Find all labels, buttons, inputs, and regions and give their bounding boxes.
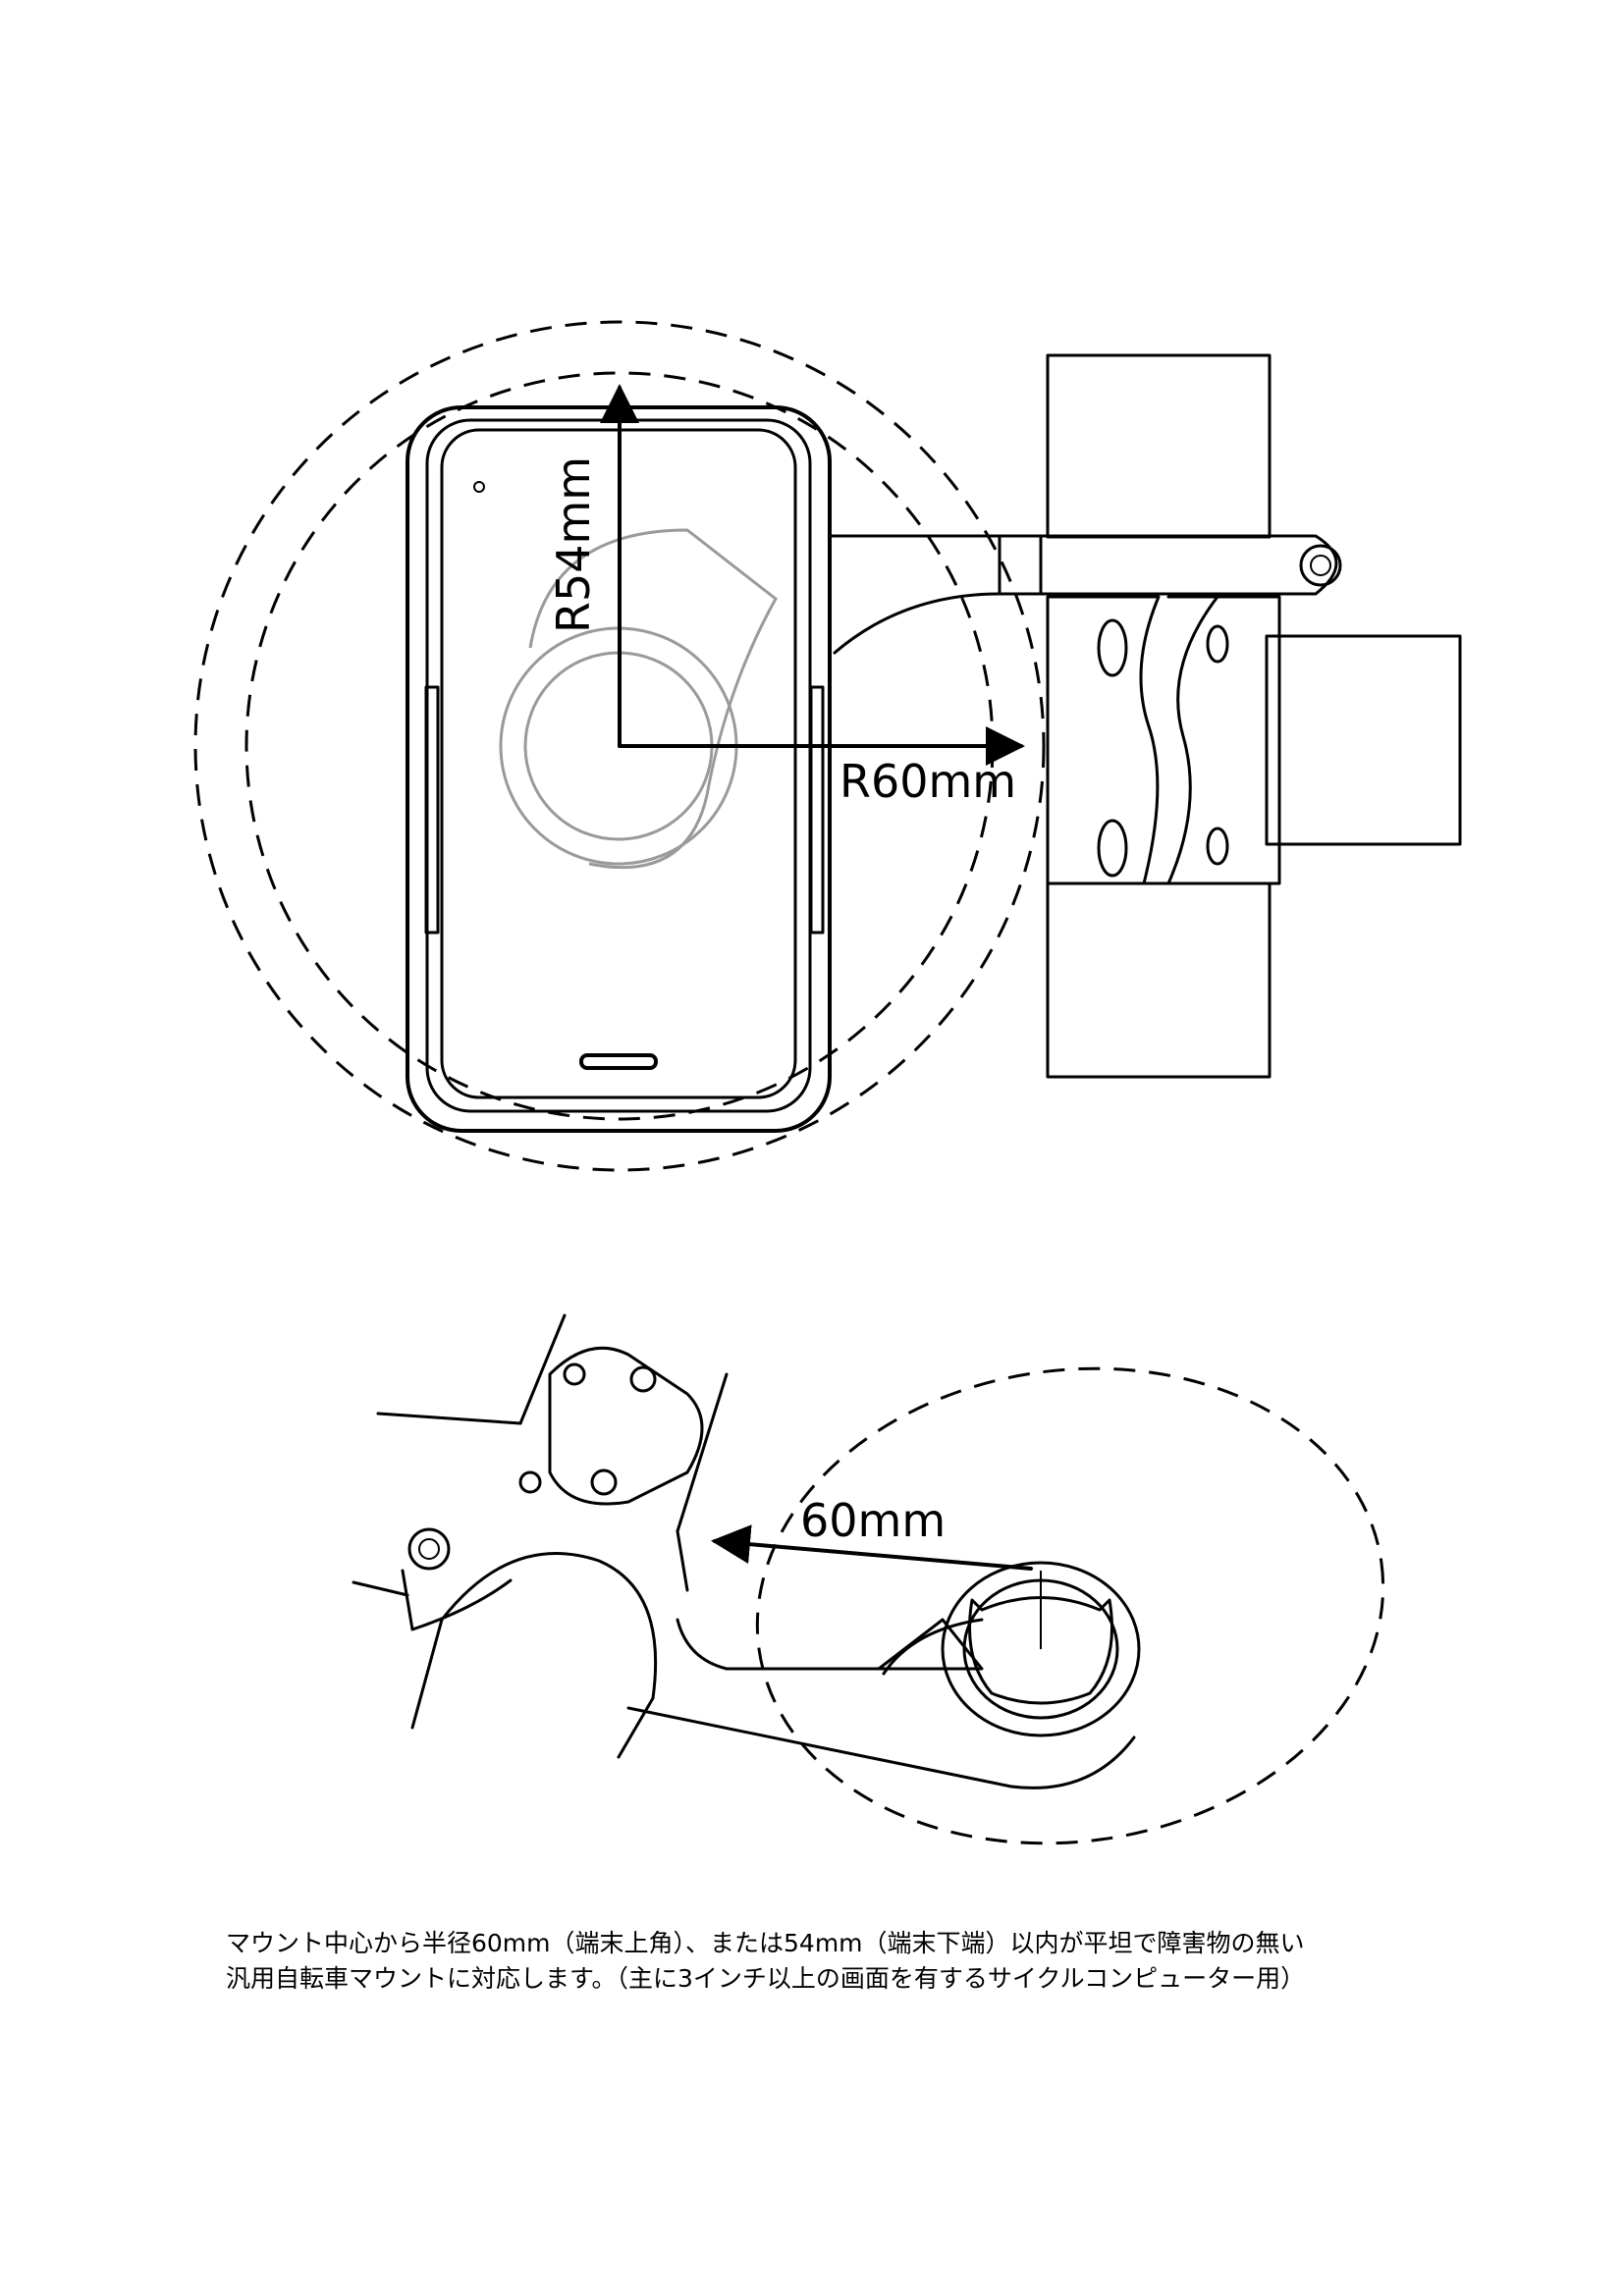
home-button — [579, 1053, 658, 1070]
mount-ghost — [499, 528, 778, 870]
caption: マウント中心から半径60mm（端末上角）、または54mm（端末下端）以内が平坦で… — [226, 1926, 1453, 1997]
clamp-block — [1046, 595, 1281, 885]
cycle-computer — [406, 405, 832, 1133]
handlebar-tube — [1046, 353, 1462, 1079]
clearance-ellipse — [755, 1366, 1385, 1845]
perspective-view: 60mm — [352, 1313, 1385, 1845]
dimension-arrow-60mm — [711, 1524, 1033, 1571]
mount-arm — [828, 534, 1342, 655]
round-mount-head — [941, 1561, 1141, 1737]
sensor-dot — [473, 481, 485, 493]
clearance-circle-r60 — [193, 320, 1046, 1172]
dimension-label-r60: R60mm — [839, 755, 1016, 808]
handlebar — [352, 1552, 658, 1759]
caption-line-2: 汎用自転車マウントに対応します。（主に3インチ以上の画面を有するサイクルコンピュ… — [226, 1964, 1306, 1993]
side-button-right — [809, 685, 825, 934]
side-button-left — [424, 685, 440, 934]
dimension-label-r54: R54mm — [547, 456, 600, 633]
top-view: R54mm R60mm — [193, 320, 1462, 1172]
caption-line-1: マウント中心から半径60mm（端末上角）、または54mm（端末下端）以内が平坦で… — [226, 1929, 1305, 1957]
dimension-label-60mm: 60mm — [800, 1494, 946, 1547]
perspective-mount-arm — [401, 1527, 1136, 1789]
stem — [376, 1313, 729, 1592]
